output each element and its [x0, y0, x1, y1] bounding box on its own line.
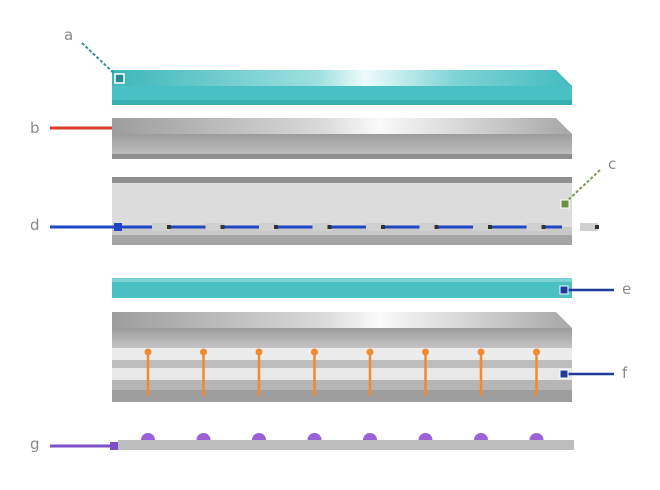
electrode-gap: [205, 223, 224, 231]
electrode-contact: [167, 225, 171, 229]
electrode-contact: [274, 225, 278, 229]
purple-dot: [363, 433, 377, 440]
purple-dot: [307, 433, 322, 440]
electrode-gap: [473, 223, 491, 231]
layer-a-teal-plate: [112, 70, 572, 105]
orange-rod-head: [200, 348, 207, 356]
purple-dot: [196, 433, 211, 440]
purple-dot: [418, 433, 433, 440]
electrode-contact: [434, 225, 439, 229]
callout-e: e: [622, 280, 632, 298]
electrode-gap: [580, 223, 598, 231]
electrode-gap: [152, 223, 170, 231]
callout-g: g: [30, 435, 40, 453]
layer-e-teal-strip: [112, 278, 572, 298]
purple-dot: [252, 433, 266, 440]
leader-c: [560, 169, 601, 209]
orange-rod-head: [366, 348, 374, 356]
layer-b-gray-plate: [112, 118, 572, 159]
callout-b: b: [30, 119, 40, 137]
purple-dot: [141, 433, 155, 440]
callout-a: a: [64, 26, 74, 44]
orange-rod-head: [144, 348, 152, 356]
leader-a: [81, 42, 125, 84]
leader-d: [50, 223, 122, 231]
electrode-contact: [327, 225, 332, 229]
electrode-gap: [419, 223, 438, 231]
callout-d: d: [30, 216, 40, 234]
layer-f-block: [112, 312, 572, 402]
electrode-line: [120, 223, 599, 231]
layer-c-panel: [112, 177, 572, 245]
leader-g: [50, 442, 118, 450]
orange-rod-head: [311, 348, 318, 356]
orange-rods: [144, 348, 540, 396]
electrode-gap: [526, 223, 545, 231]
orange-rod-head: [533, 348, 540, 356]
orange-rod-head: [422, 348, 429, 356]
orange-rod-head: [477, 348, 485, 356]
electrode-gap: [259, 223, 277, 231]
electrode-contact: [488, 225, 492, 229]
electrode-contact: [220, 225, 225, 229]
purple-dots: [141, 433, 544, 440]
callout-c: c: [608, 155, 617, 173]
orange-rod-head: [255, 348, 263, 356]
electrode-contact: [541, 225, 546, 229]
electrode-gap: [366, 223, 384, 231]
leader-f: [559, 369, 614, 379]
electrode-contact: [381, 225, 385, 229]
layer-g-base: [118, 440, 574, 450]
callout-f: f: [622, 364, 628, 382]
electrode-contact: [595, 225, 599, 229]
leader-e: [559, 285, 614, 295]
purple-dot: [474, 433, 488, 440]
electrode-gap: [312, 223, 331, 231]
purple-dot: [529, 433, 544, 440]
